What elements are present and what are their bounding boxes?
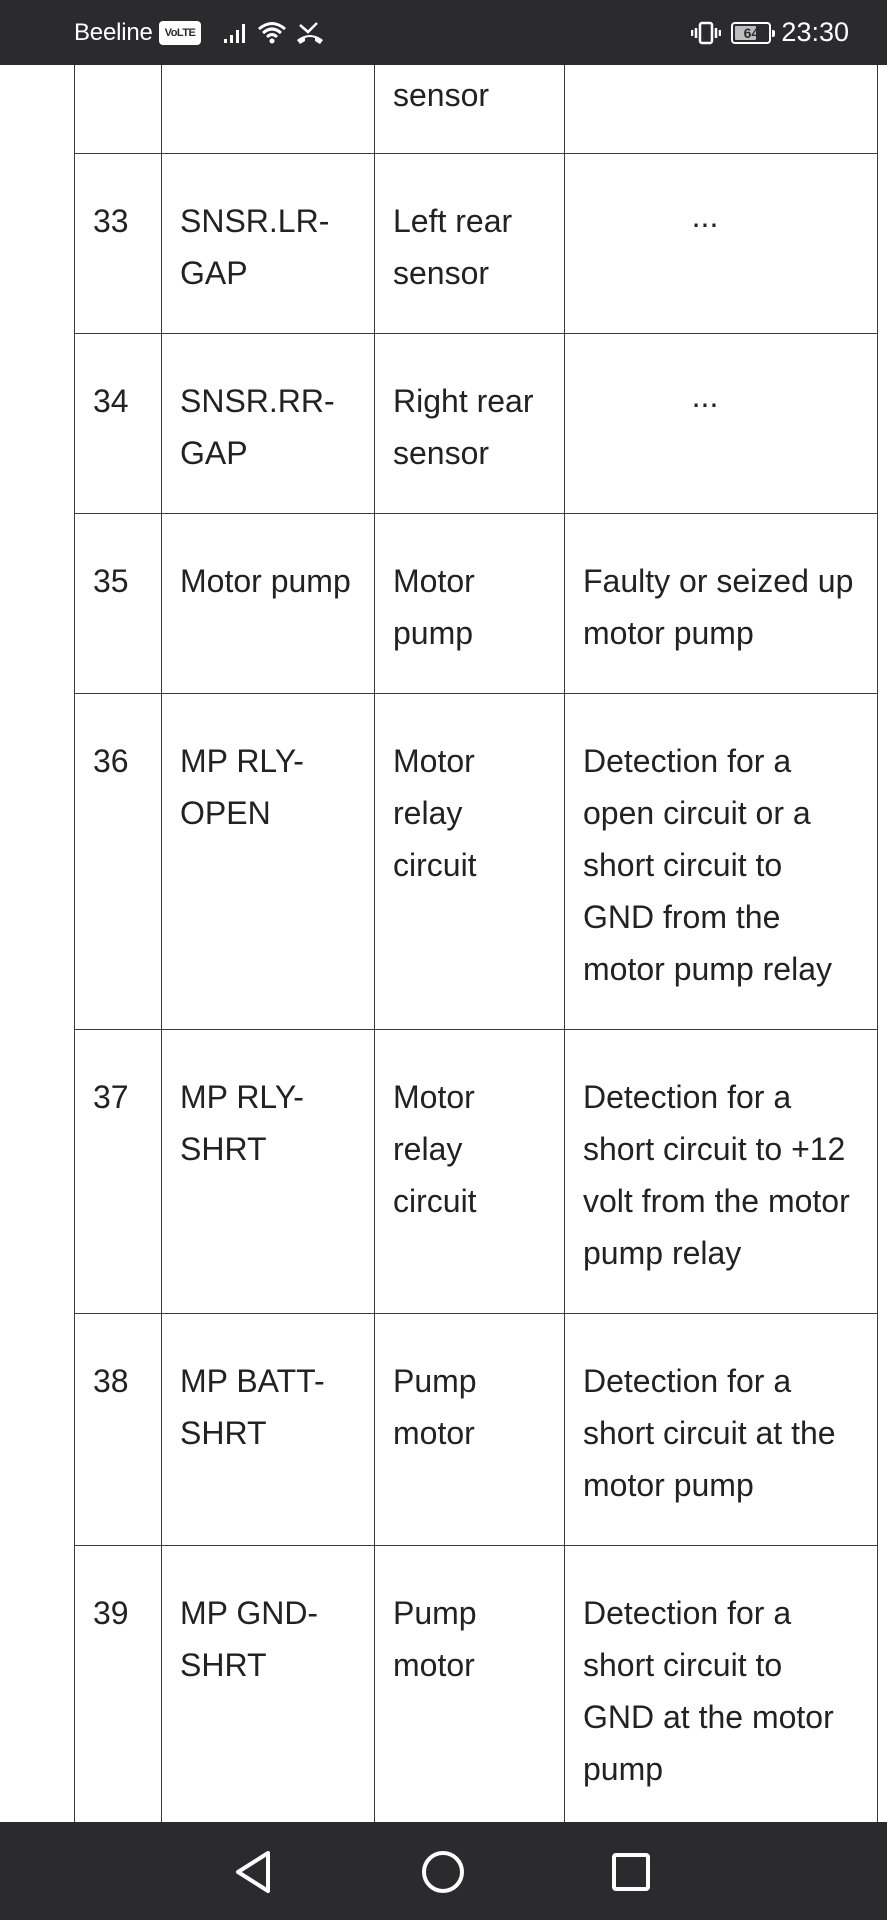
table-cell-component: Pump motor xyxy=(374,1313,565,1546)
missed-call-icon xyxy=(297,21,324,44)
page-content[interactable]: sensor 33 SNSR.LR-GAP Left rear sensor .… xyxy=(0,65,887,1822)
table-cell-code: Motor pump xyxy=(161,513,375,694)
table-cell-component: Motor relay circuit xyxy=(374,693,565,1030)
table-cell-description: Faulty or seized up motor pump xyxy=(564,513,878,694)
table-cell-num: 38 xyxy=(74,1313,162,1546)
status-bar-left: Beeline VoLTE xyxy=(74,0,325,65)
table-cell-num: 35 xyxy=(74,513,162,694)
table-cell-component: Motor pump xyxy=(374,513,565,694)
status-bar: Beeline VoLTE xyxy=(0,0,887,65)
wifi-icon xyxy=(258,21,287,43)
table-row: 36 MP RLY-OPEN Motor relay circuit Detec… xyxy=(74,693,878,1030)
status-icons xyxy=(223,20,325,46)
table-cell-num: 33 xyxy=(74,153,162,334)
table-cell-description: Detection for a short circuit at the mot… xyxy=(564,1313,878,1546)
table-row: 34 SNSR.RR-GAP Right rear sensor ... xyxy=(74,333,878,514)
table-cell-code: SNSR.LR-GAP xyxy=(161,153,375,334)
table-cell-code: SNSR.RR-GAP xyxy=(161,333,375,514)
table-cell-num: 34 xyxy=(74,333,162,514)
signal-icon xyxy=(224,23,246,43)
table-cell-description: ... xyxy=(564,153,878,334)
description-text: ... xyxy=(691,378,719,414)
recents-icon xyxy=(612,1853,650,1891)
carrier-name: Beeline xyxy=(74,18,153,46)
battery-fill xyxy=(735,25,756,40)
home-icon xyxy=(422,1851,464,1893)
volte-badge: VoLTE xyxy=(158,20,202,45)
table-cell-component: Left rear sensor xyxy=(374,153,565,334)
table-cell-description: Detection for a short circuit to GND at … xyxy=(564,1545,878,1822)
fault-code-table: sensor 33 SNSR.LR-GAP Left rear sensor .… xyxy=(74,65,878,1822)
back-icon xyxy=(236,1851,270,1893)
table-cell-code xyxy=(161,65,375,154)
table-cell-component: Pump motor xyxy=(374,1545,565,1822)
battery-icon: 64 xyxy=(731,21,776,44)
table-cell-description: Detection for a open circuit or a short … xyxy=(564,693,878,1030)
table-cell-code: MP BATT-SHRT xyxy=(161,1313,375,1546)
table-cell-description: Detection for a short circuit to +12 vol… xyxy=(564,1029,878,1314)
table-cell-description: ... xyxy=(564,333,878,514)
battery-level: 64 xyxy=(743,24,760,41)
vibrate-icon xyxy=(691,21,722,44)
table-row: sensor xyxy=(74,65,878,154)
clock: 23:30 xyxy=(781,17,849,47)
status-bar-right: 64 23:30 xyxy=(691,0,849,65)
table-cell-code: MP RLY-OPEN xyxy=(161,693,375,1030)
table-cell-num: 39 xyxy=(74,1545,162,1822)
recents-button[interactable] xyxy=(603,1844,659,1900)
table-row: 33 SNSR.LR-GAP Left rear sensor ... xyxy=(74,153,878,334)
table-cell-num: 37 xyxy=(74,1029,162,1314)
home-button[interactable] xyxy=(415,1844,471,1900)
navigation-bar xyxy=(0,1822,887,1920)
table-cell-component: Motor relay circuit xyxy=(374,1029,565,1314)
table-cell-description xyxy=(564,65,878,154)
table-row: 38 MP BATT-SHRT Pump motor Detection for… xyxy=(74,1313,878,1546)
table-cell-component: sensor xyxy=(374,65,565,154)
table-cell-code: MP RLY-SHRT xyxy=(161,1029,375,1314)
table-row: 35 Motor pump Motor pump Faulty or seize… xyxy=(74,513,878,694)
table-row: 37 MP RLY-SHRT Motor relay circuit Detec… xyxy=(74,1029,878,1314)
table-cell-component: Right rear sensor xyxy=(374,333,565,514)
back-button[interactable] xyxy=(225,1844,281,1900)
table-cell-num: 36 xyxy=(74,693,162,1030)
description-text: ... xyxy=(691,198,719,234)
table-row: 39 MP GND-SHRT Pump motor Detection for … xyxy=(74,1545,878,1822)
table-cell-code: MP GND-SHRT xyxy=(161,1545,375,1822)
table-cell-num xyxy=(74,65,162,154)
